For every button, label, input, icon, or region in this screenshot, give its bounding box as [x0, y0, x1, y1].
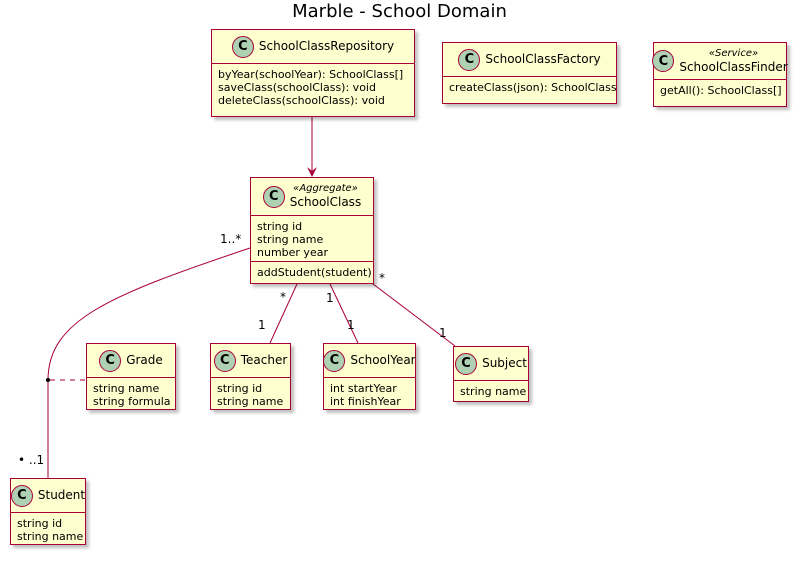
class-name: SchoolClass: [289, 195, 362, 209]
class-teacher[interactable]: C Teacher string id string name: [210, 343, 291, 410]
stereotype: «Service»: [708, 47, 759, 59]
field: string id: [217, 382, 263, 395]
methods-section: addStudent(student): [251, 261, 373, 285]
field: string name: [460, 385, 527, 398]
class-schoolclassfinder[interactable]: C «Service» SchoolClassFinder getAll(): …: [652, 42, 788, 108]
class-c-icon: C: [213, 349, 236, 372]
class-c-icon: C: [262, 185, 285, 208]
association-class-point: [46, 378, 50, 382]
method: deleteClass(schoolClass): void: [218, 94, 385, 107]
class-student[interactable]: C Student string id string name: [10, 478, 86, 545]
schoolclass-subject-association: [372, 283, 456, 347]
class-name: Subject: [482, 356, 527, 370]
fields-section: string name: [454, 380, 528, 403]
fields-section: string id string name: [211, 377, 290, 411]
field: string name: [17, 530, 84, 543]
field: string name: [93, 382, 160, 395]
class-c-icon: C: [458, 48, 481, 71]
multiplicity-label: *: [280, 290, 286, 304]
field: int finishYear: [330, 395, 401, 408]
class-schoolclassrepository[interactable]: C SchoolClassRepository byYear(schoolYea…: [211, 29, 415, 117]
field: string id: [17, 517, 63, 530]
multiplicity-label: 1..*: [220, 232, 242, 246]
field: string name: [257, 233, 324, 246]
methods-section: getAll(): SchoolClass[]: [654, 79, 786, 108]
field: string name: [217, 395, 284, 408]
fields-section: string id string name number year: [251, 215, 373, 261]
multiplicity-label: *: [379, 271, 385, 285]
class-name: SchoolClassFinder: [679, 59, 788, 74]
diagram-title: Marble - School Domain: [292, 1, 507, 22]
class-c-icon: C: [323, 349, 346, 372]
class-name: Student: [37, 488, 86, 502]
class-name: Teacher: [240, 353, 288, 367]
class-grade[interactable]: C Grade string name string formula: [86, 343, 176, 410]
method: saveClass(schoolClass): void: [218, 81, 376, 94]
multiplicity-label: 1: [439, 326, 447, 340]
class-subject[interactable]: C Subject string name: [453, 346, 529, 402]
class-c-icon: C: [455, 352, 478, 375]
class-c-icon: C: [99, 349, 122, 372]
multiplicity-label: 1: [258, 318, 266, 332]
fields-section: string id string name: [11, 512, 85, 546]
multiplicity-label: 1: [326, 291, 334, 305]
schoolclass-schoolyear-association: [329, 283, 359, 344]
stereotype: «Aggregate»: [293, 183, 358, 194]
class-c-icon: C: [10, 484, 33, 507]
class-schoolyear[interactable]: C SchoolYear int startYear int finishYea…: [323, 343, 416, 410]
schoolclass-teacher-association: [269, 283, 298, 344]
field: string formula: [93, 395, 171, 408]
method: createClass(json): SchoolClass: [449, 81, 617, 94]
class-c-icon: C: [652, 50, 675, 72]
method: addStudent(student): [257, 266, 372, 279]
class-schoolclass[interactable]: C «Aggregate» SchoolClass string id stri…: [250, 177, 374, 284]
field: int startYear: [330, 382, 397, 395]
methods-section: createClass(json): SchoolClass: [443, 76, 617, 105]
fields-section: int startYear int finishYear: [324, 377, 415, 411]
method: getAll(): SchoolClass[]: [660, 84, 782, 97]
class-name: SchoolClassFactory: [485, 52, 601, 66]
field: number year: [257, 246, 328, 259]
class-name: Grade: [126, 353, 163, 367]
class-name: SchoolClassRepository: [258, 39, 395, 53]
schoolclass-student-association: [47, 247, 251, 478]
fields-section: string name string formula: [87, 377, 175, 411]
multiplicity-label: • ..1: [18, 453, 45, 467]
class-c-icon: C: [231, 35, 254, 58]
field: string id: [257, 220, 303, 233]
methods-section: byYear(schoolYear): SchoolClass[] saveCl…: [212, 63, 414, 118]
multiplicity-label: 1: [347, 318, 355, 332]
method: byYear(schoolYear): SchoolClass[]: [218, 68, 404, 81]
class-name: SchoolYear: [350, 353, 416, 367]
class-schoolclassfactory[interactable]: C SchoolClassFactory createClass(json): …: [442, 42, 617, 104]
